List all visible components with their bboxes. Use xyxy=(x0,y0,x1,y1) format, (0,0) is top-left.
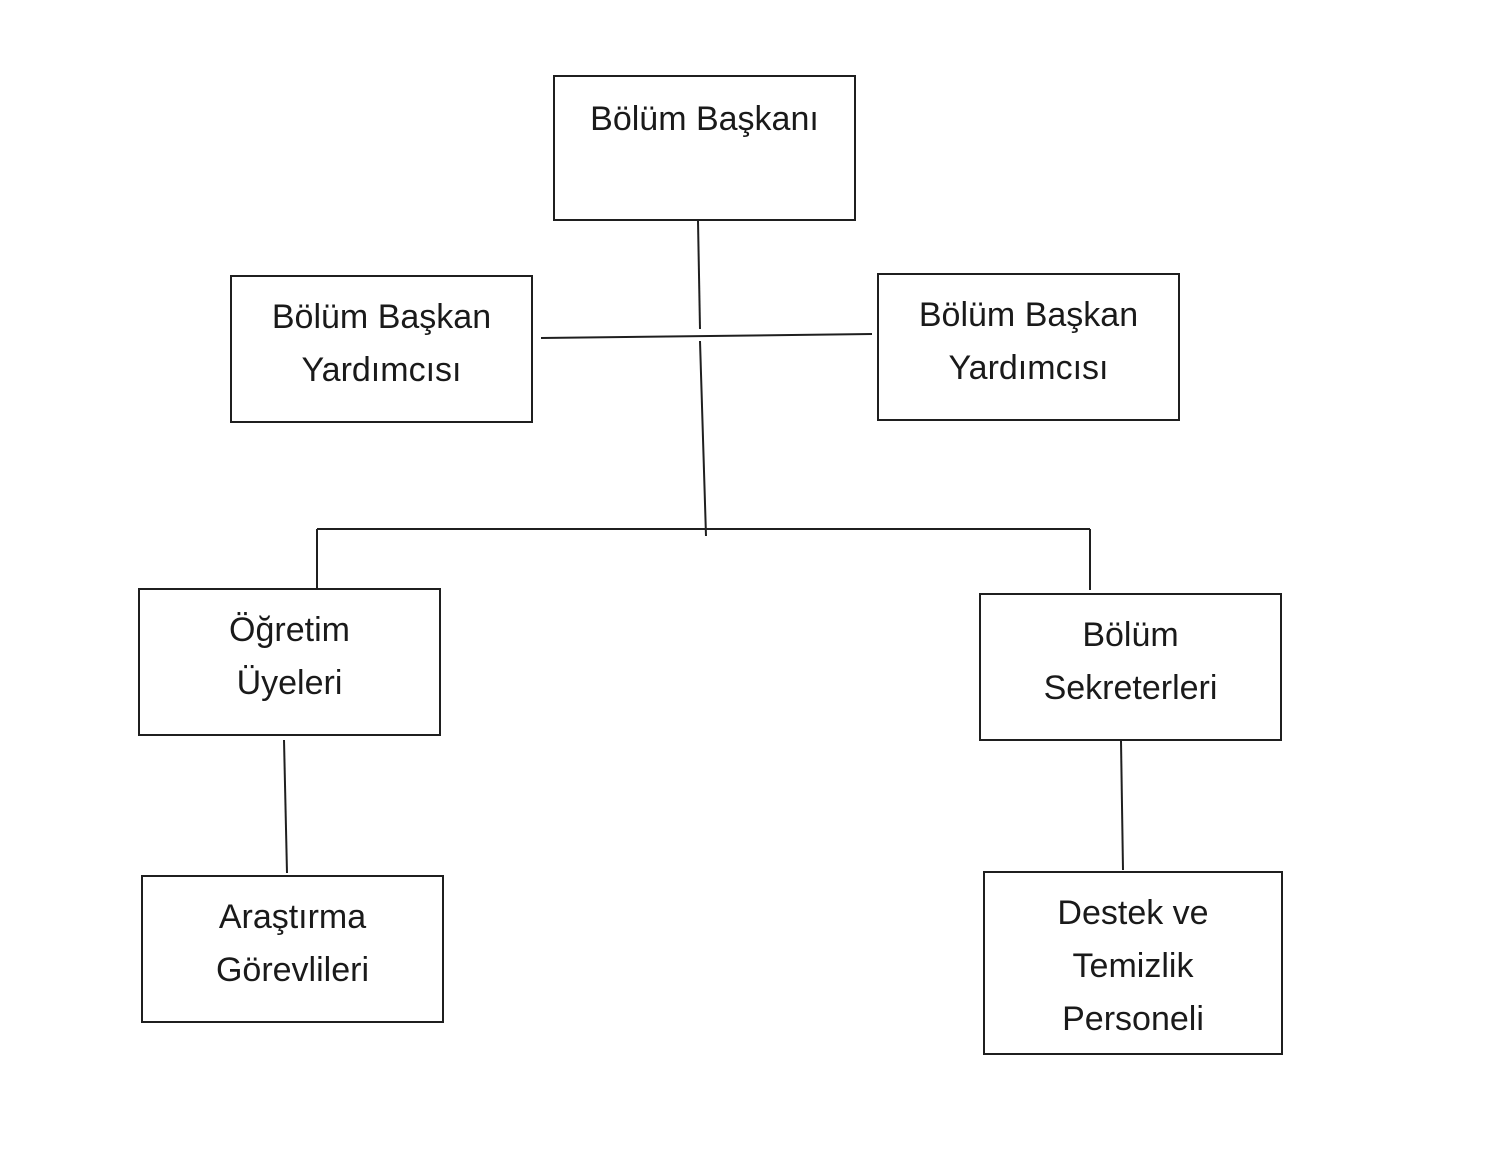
node-department-secretaries: Bölüm Sekreterleri xyxy=(979,593,1282,741)
connector-trunk xyxy=(699,340,707,537)
node-label: Bölüm Başkan Yardımcısı xyxy=(918,296,1139,387)
node-deputy-head-right: Bölüm Başkan Yardımcısı xyxy=(877,273,1180,421)
connector-secretaries-to-support xyxy=(1120,740,1124,871)
node-label: Bölüm Başkan Yardımcısı xyxy=(271,298,492,389)
node-label: Öğretim Üyeleri xyxy=(229,611,350,702)
node-research-assistants: Araştırma Görevlileri xyxy=(141,875,444,1023)
node-department-head: Bölüm Başkanı xyxy=(553,75,856,221)
node-faculty-members: Öğretim Üyeleri xyxy=(138,588,441,736)
node-label: Bölüm Başkanı xyxy=(590,100,819,138)
connector-faculty-to-research xyxy=(283,739,288,874)
connector-deputies-bar xyxy=(540,333,873,339)
node-support-staff: Destek ve Temizlik Personeli xyxy=(983,871,1283,1055)
node-label: Araştırma Görevlileri xyxy=(215,898,370,989)
node-label: Bölüm Sekreterleri xyxy=(1043,616,1218,707)
node-label: Destek ve Temizlik Personeli xyxy=(1057,894,1209,1038)
node-deputy-head-left: Bölüm Başkan Yardımcısı xyxy=(230,275,533,423)
connector-head-to-deputies xyxy=(697,220,701,330)
